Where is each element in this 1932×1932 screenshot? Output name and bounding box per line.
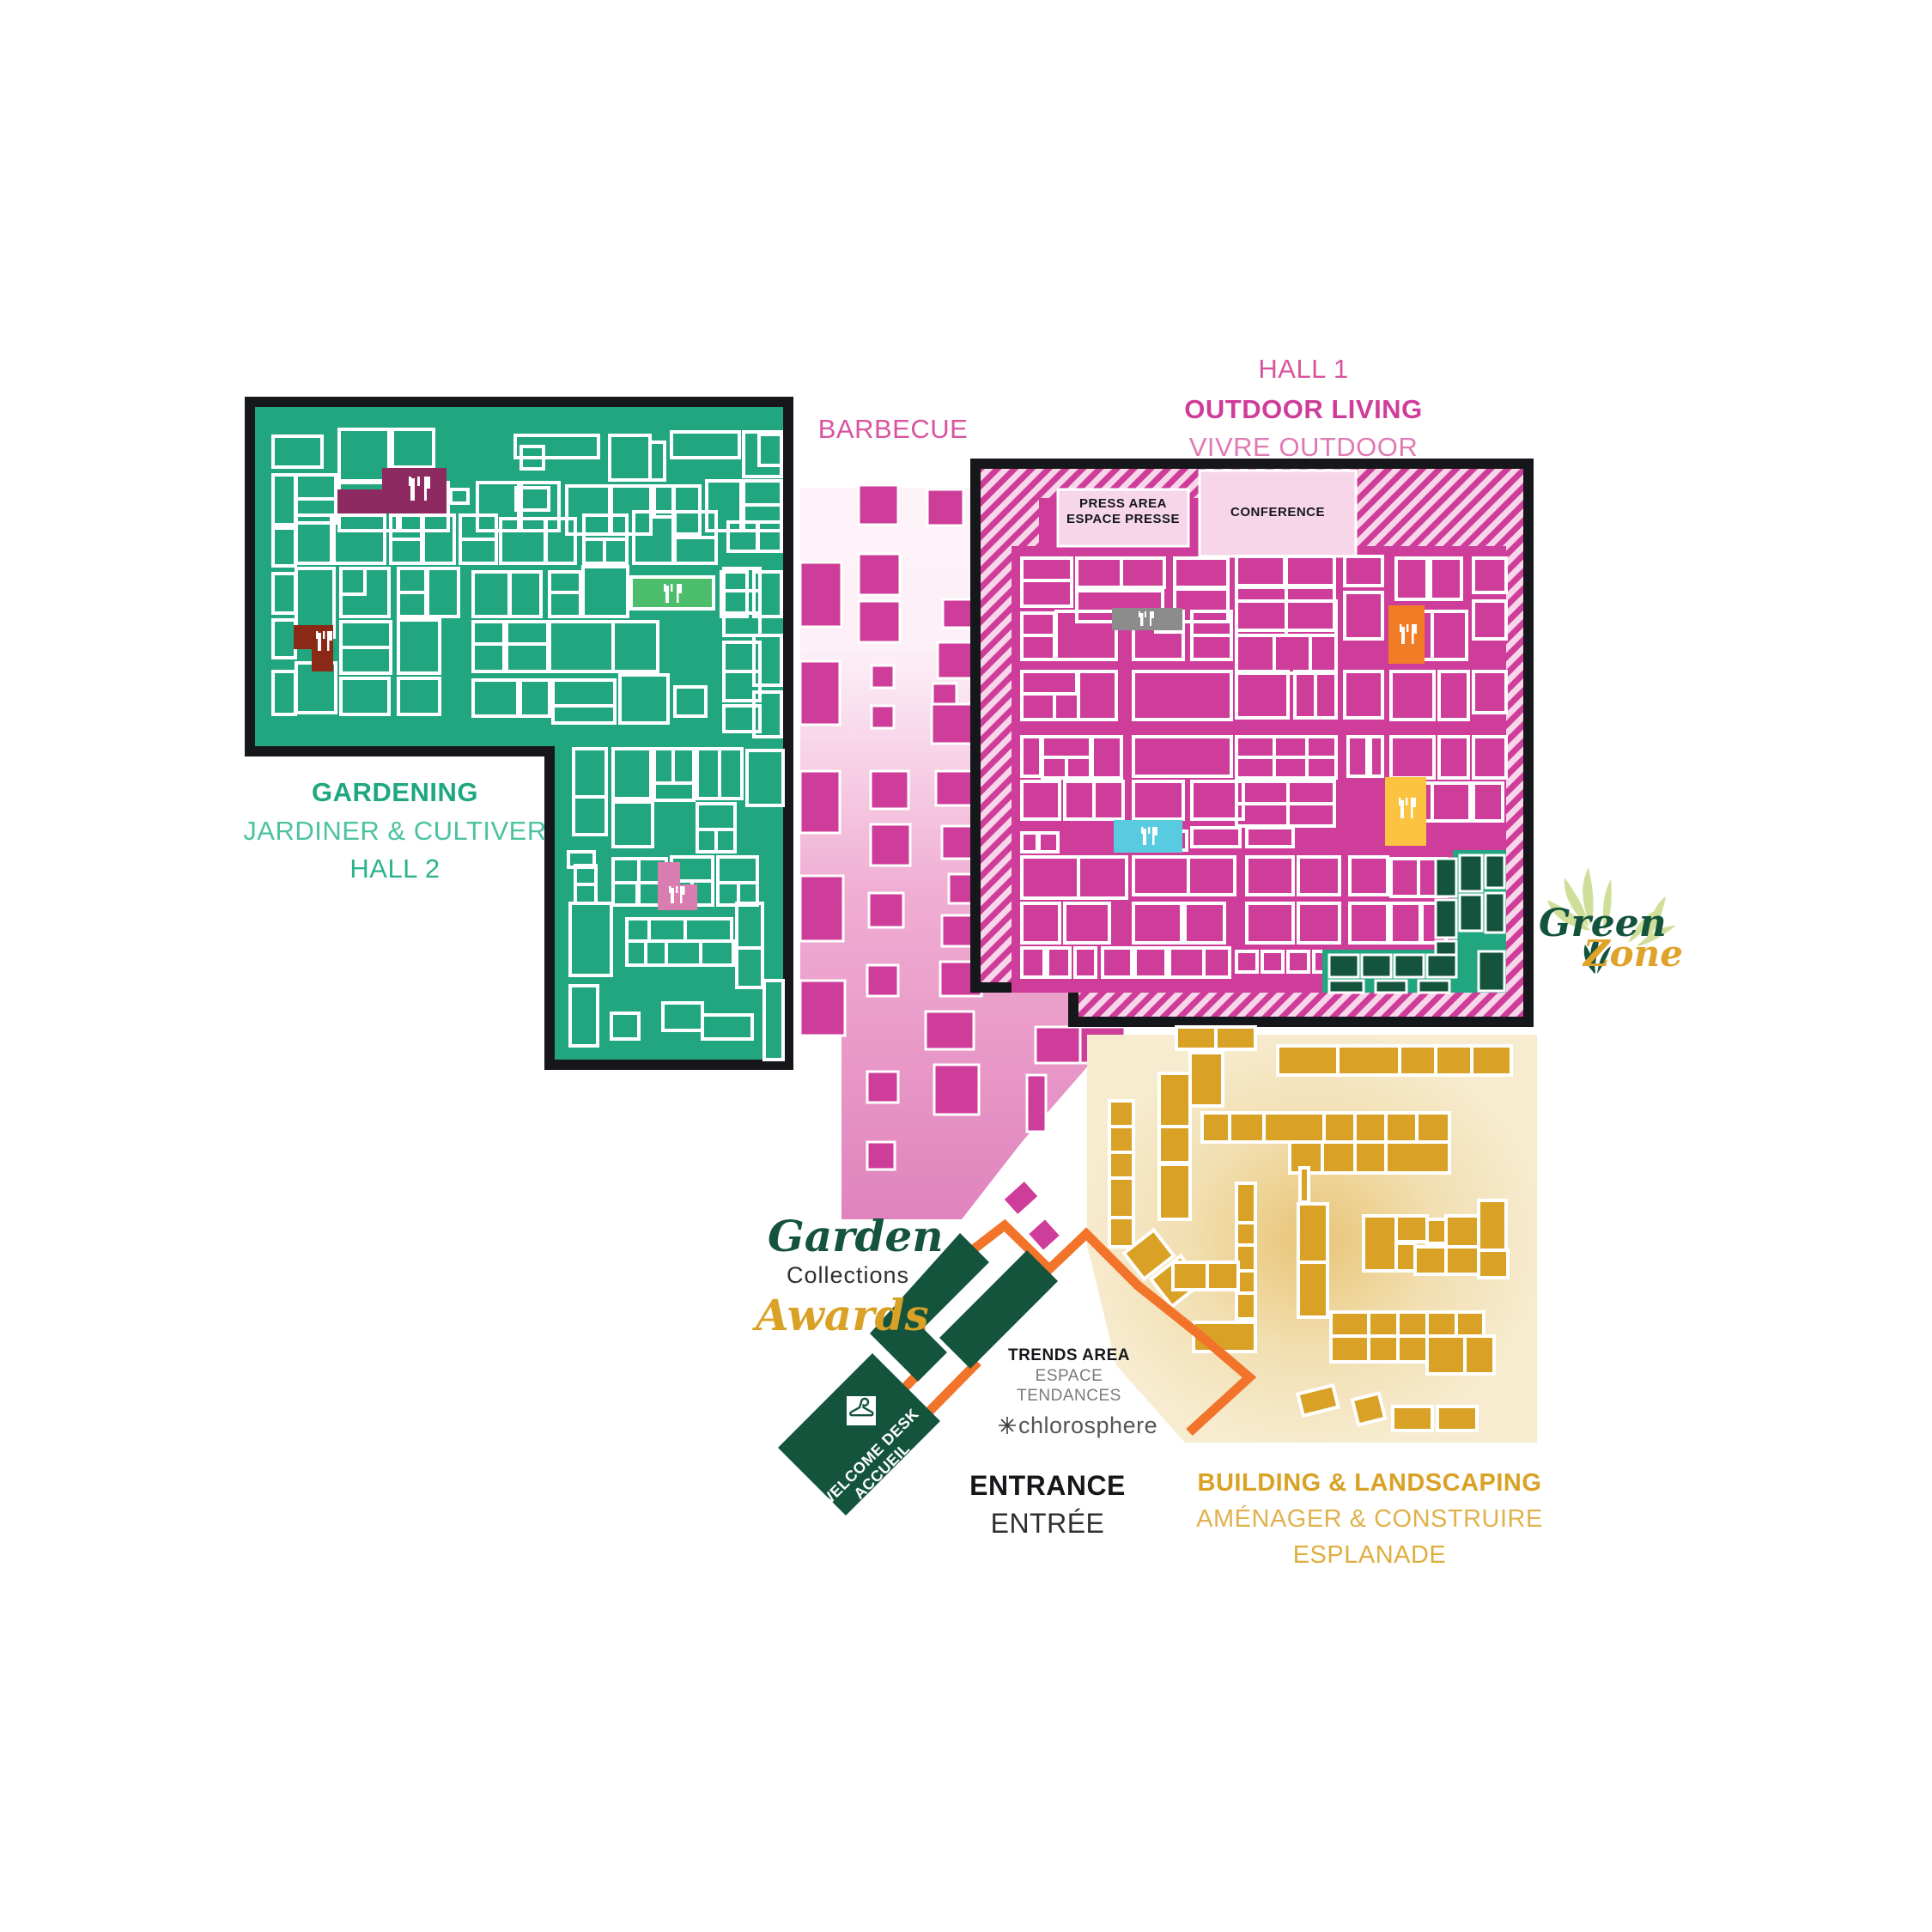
entrance-label: ENTRANCE ENTRÉE <box>936 1470 1159 1540</box>
hall1-restaurant-cyan[interactable] <box>1114 820 1182 853</box>
esplanade-label: BUILDING & LANDSCAPING AMÉNAGER & CONSTR… <box>1176 1468 1563 1571</box>
hall-2-line3: HALL 2 <box>349 854 440 884</box>
hall2-restaurant-brown[interactable] <box>294 625 333 671</box>
cutlery-icon <box>1141 827 1157 845</box>
conference-area[interactable] <box>1198 469 1358 558</box>
green-zone-leaves-icon <box>1547 867 1676 974</box>
hall-2-line1: GARDENING <box>312 777 478 807</box>
hall1-restaurant-grey[interactable] <box>1112 608 1182 630</box>
hall1-restaurant-yellow[interactable] <box>1385 777 1426 846</box>
hall-1-label: HALL 1 OUTDOOR LIVING VIVRE OUTDOOR <box>1089 354 1518 464</box>
hall2-restaurant-rose[interactable] <box>658 862 697 910</box>
green-zone-logo: Green Zone <box>1528 859 1700 987</box>
hall-1-line3: VIVRE OUTDOOR <box>1188 432 1419 463</box>
press-area[interactable] <box>1056 488 1190 548</box>
hall-1-outdoor-living[interactable] <box>970 459 1534 1027</box>
barbecue-text: BARBECUE <box>817 414 969 444</box>
cutlery-icon <box>1400 624 1417 644</box>
hall-2-gardening[interactable] <box>245 397 793 1070</box>
hall2-restaurant-green[interactable] <box>629 575 715 611</box>
cutlery-icon <box>1139 611 1154 626</box>
chlorosphere-wordmark: chlorosphere <box>1018 1412 1158 1438</box>
hall1-restaurant-orange[interactable] <box>1388 605 1425 664</box>
cutlery-icon <box>1399 798 1416 818</box>
chlorosphere-logo: chlorosphere <box>996 1408 1157 1443</box>
conference-text: CONFERENCE <box>1230 505 1325 519</box>
hall-2-line2: JARDINER & CULTIVER <box>243 815 547 846</box>
hall2-restaurant-purple[interactable] <box>337 468 447 513</box>
cutlery-icon <box>409 477 430 501</box>
entrance-line2: ENTRÉE <box>990 1507 1105 1539</box>
cutlery-icon <box>669 886 685 903</box>
cloakroom-hanger-icon <box>847 1396 876 1425</box>
green-zone-strip[interactable] <box>1322 850 1506 994</box>
press-area-line2: ESPACE PRESSE <box>1066 511 1181 526</box>
cutlery-icon <box>316 631 332 651</box>
esplanade-line1: BUILDING & LANDSCAPING <box>1197 1469 1542 1497</box>
press-area-label: PRESS AREA ESPACE PRESSE <box>1058 496 1188 526</box>
conference-label: CONFERENCE <box>1200 505 1356 520</box>
gca-word-collections: Collections <box>787 1262 910 1288</box>
hall-1-line2: OUTDOOR LIVING <box>1184 393 1423 424</box>
gca-word-awards: Awards <box>756 1290 929 1340</box>
green-zone-word-zone: Zone <box>1583 933 1683 975</box>
press-area-line1: PRESS AREA <box>1079 496 1167 511</box>
entrance-structures[interactable] <box>778 1218 1257 1516</box>
chlorosphere-star-icon <box>999 1417 1016 1434</box>
esplanade-line2: AMÉNAGER & CONSTRUIRE <box>1196 1505 1543 1534</box>
trends-area-label: TRENDS AREA ESPACE TENDANCES <box>957 1346 1181 1406</box>
hall-1-line1: HALL 1 <box>1258 354 1349 384</box>
trends-area-line1: TRENDS AREA <box>1007 1346 1131 1364</box>
hall-2-label: GARDENING JARDINER & CULTIVER HALL 2 <box>210 777 580 885</box>
gca-word-garden: Garden <box>768 1211 944 1261</box>
cutlery-icon <box>664 584 682 603</box>
green-zone-word-green: Green <box>1539 902 1667 945</box>
entrance-line1: ENTRANCE <box>969 1470 1126 1501</box>
barbecue-label: BARBECUE <box>756 414 1030 446</box>
trends-area-line2: ESPACE <box>1035 1367 1103 1386</box>
trends-area-line3: TENDANCES <box>1017 1386 1121 1405</box>
garden-collections-awards-logo: Garden Collections Awards <box>756 1211 970 1340</box>
esplanade-line3: ESPLANADE <box>1292 1541 1447 1570</box>
